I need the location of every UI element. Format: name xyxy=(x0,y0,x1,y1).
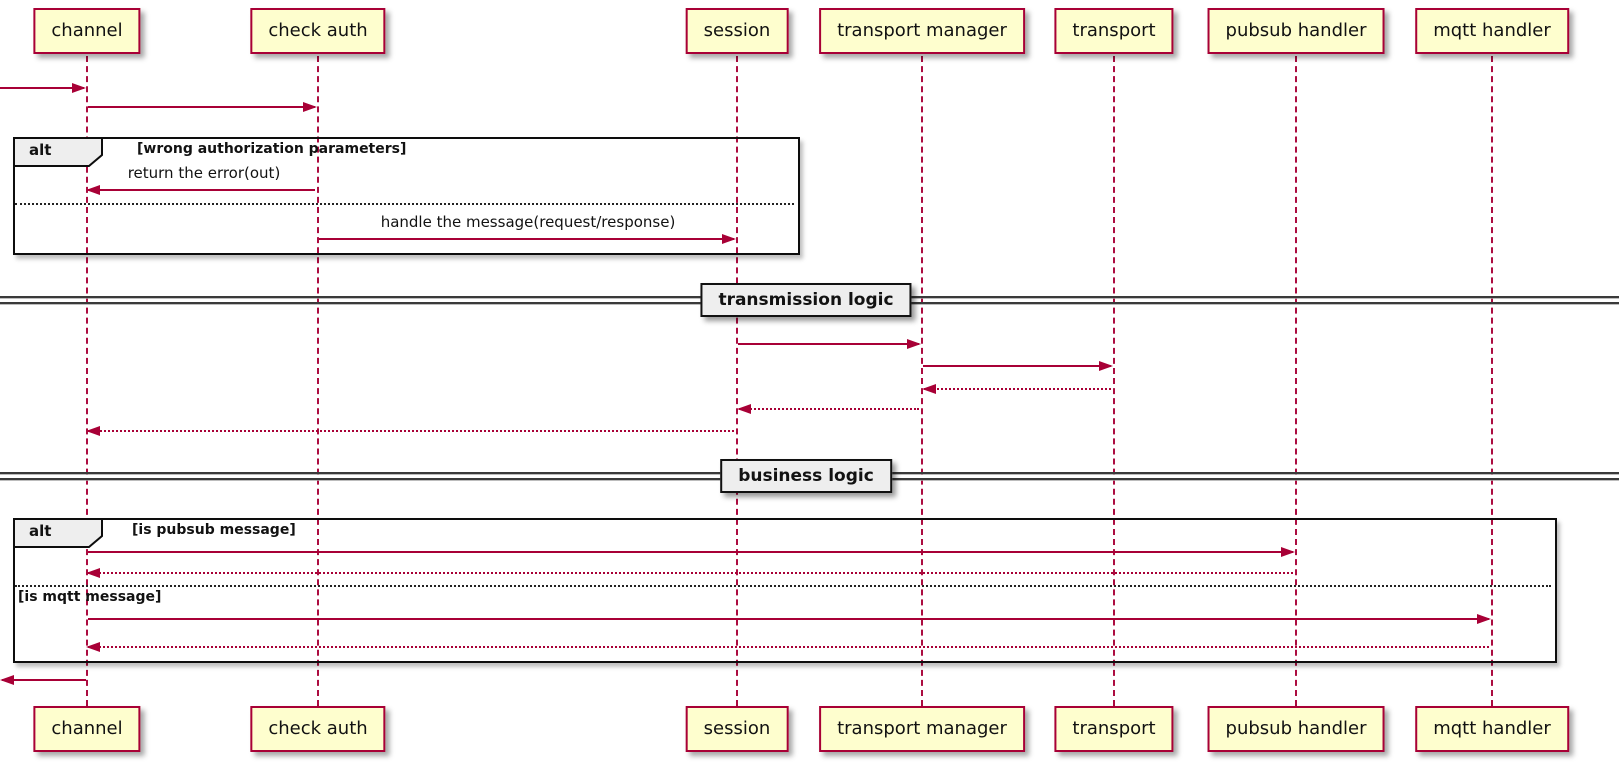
arrowhead-right-icon xyxy=(722,234,736,244)
alt-pentagon-icon xyxy=(13,518,103,548)
message-arrow-channel-pubsub xyxy=(88,547,1295,557)
arrowhead-left-icon xyxy=(86,185,100,195)
participant-bottom-channel: channel xyxy=(33,706,141,752)
message-arrow-checkauth-session xyxy=(319,234,736,244)
alt1-else-separator xyxy=(15,203,794,205)
lifeline-check-auth xyxy=(317,56,319,706)
alt-frame-2: alt xyxy=(13,518,1557,663)
arrowhead-right-icon xyxy=(72,83,86,93)
arrowhead-left-icon xyxy=(86,568,100,578)
participant-top-channel: channel xyxy=(33,8,141,54)
message-arrow-tm-transport xyxy=(923,361,1113,371)
arrowhead-left-icon xyxy=(86,642,100,652)
arrowhead-left-icon xyxy=(86,426,100,436)
participant-bottom-session: session xyxy=(685,706,789,752)
alt-keyword: alt xyxy=(29,141,52,159)
message-arrow-in xyxy=(0,83,86,93)
alt2-else-separator xyxy=(15,585,1551,587)
alt-frame-2-header: alt xyxy=(13,518,105,553)
participant-bottom-check-auth: check auth xyxy=(250,706,386,752)
message-arrow-channel-mqtt xyxy=(88,614,1491,624)
arrowhead-left-icon xyxy=(737,404,751,414)
message-arrow-transport-tm-return xyxy=(922,384,1111,394)
arrowhead-left-icon xyxy=(922,384,936,394)
arrowhead-right-icon xyxy=(907,339,921,349)
participant-bottom-transport-manager: transport manager xyxy=(819,706,1025,752)
message-arrow-pubsub-channel-return xyxy=(86,568,1293,578)
message-arrow-tm-session-return xyxy=(737,404,919,414)
alt-frame-1-header: alt xyxy=(13,137,105,172)
message-arrow-session-channel-return xyxy=(86,426,734,436)
participant-top-mqtt-handler: mqtt handler xyxy=(1415,8,1569,54)
alt-pentagon-icon xyxy=(13,137,103,167)
divider-business-logic: business logic xyxy=(720,459,892,493)
lifeline-transport xyxy=(1113,56,1115,706)
lifeline-transport-manager xyxy=(921,56,923,706)
participant-top-pubsub-handler: pubsub handler xyxy=(1207,8,1385,54)
message-arrow-mqtt-channel-return xyxy=(86,642,1489,652)
participant-top-session: session xyxy=(685,8,789,54)
arrowhead-left-icon xyxy=(0,675,14,685)
message-label: return the error(out) xyxy=(127,164,281,182)
arrowhead-right-icon xyxy=(1477,614,1491,624)
message-arrow-checkauth-channel xyxy=(86,185,315,195)
lifeline-channel xyxy=(86,56,88,706)
lifeline-pubsub-handler xyxy=(1295,56,1297,706)
alt2-condition: [is pubsub message] xyxy=(132,522,296,538)
alt-frame-1: alt xyxy=(13,137,800,255)
participant-bottom-transport: transport xyxy=(1054,706,1174,752)
participant-top-transport: transport xyxy=(1054,8,1174,54)
lifeline-session xyxy=(736,56,738,706)
message-label: handle the message(request/response) xyxy=(380,213,676,231)
participant-bottom-mqtt-handler: mqtt handler xyxy=(1415,706,1569,752)
participant-bottom-pubsub-handler: pubsub handler xyxy=(1207,706,1385,752)
message-arrow-out xyxy=(0,675,86,685)
message-arrow-channel-checkauth xyxy=(88,102,317,112)
arrowhead-right-icon xyxy=(1099,361,1113,371)
participant-top-check-auth: check auth xyxy=(250,8,386,54)
message-arrow-session-tm xyxy=(738,339,921,349)
alt-keyword: alt xyxy=(29,522,52,540)
alt1-condition: [wrong authorization parameters] xyxy=(137,141,407,157)
alt2-else-condition: [is mqtt message] xyxy=(18,589,162,605)
lifeline-mqtt-handler xyxy=(1491,56,1493,706)
arrowhead-right-icon xyxy=(1281,547,1295,557)
arrowhead-right-icon xyxy=(303,102,317,112)
divider-transmission-logic: transmission logic xyxy=(700,283,912,317)
participant-top-transport-manager: transport manager xyxy=(819,8,1025,54)
